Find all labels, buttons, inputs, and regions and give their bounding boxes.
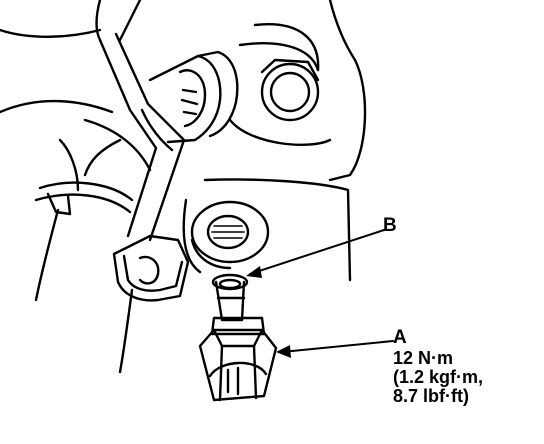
wire-leads xyxy=(34,208,134,374)
upper-connector xyxy=(148,50,239,144)
threaded-port xyxy=(190,200,270,270)
torque-lbf: 8.7 lbf·ft) xyxy=(393,386,469,406)
arrowhead-b xyxy=(246,266,262,278)
harness-clip xyxy=(34,181,134,216)
mounting-bolt xyxy=(260,58,320,122)
leader-line-a xyxy=(281,340,394,353)
arrowhead-a xyxy=(276,345,291,358)
torque-kgf: (1.2 kgf·m, xyxy=(393,367,484,387)
callout-label-b: B xyxy=(383,215,397,236)
leader-line-b xyxy=(249,229,385,275)
callout-label-a: A xyxy=(393,327,407,348)
sealing-washer xyxy=(211,273,249,291)
lower-connector xyxy=(112,234,190,302)
wiring-harness xyxy=(95,0,186,242)
torque-spec: 12 N·m (1.2 kgf·m, 8.7 lbf·ft) xyxy=(393,349,483,406)
torque-nm: 12 N·m xyxy=(393,348,454,368)
sensor xyxy=(198,280,278,402)
engine-block-outline xyxy=(0,0,367,282)
